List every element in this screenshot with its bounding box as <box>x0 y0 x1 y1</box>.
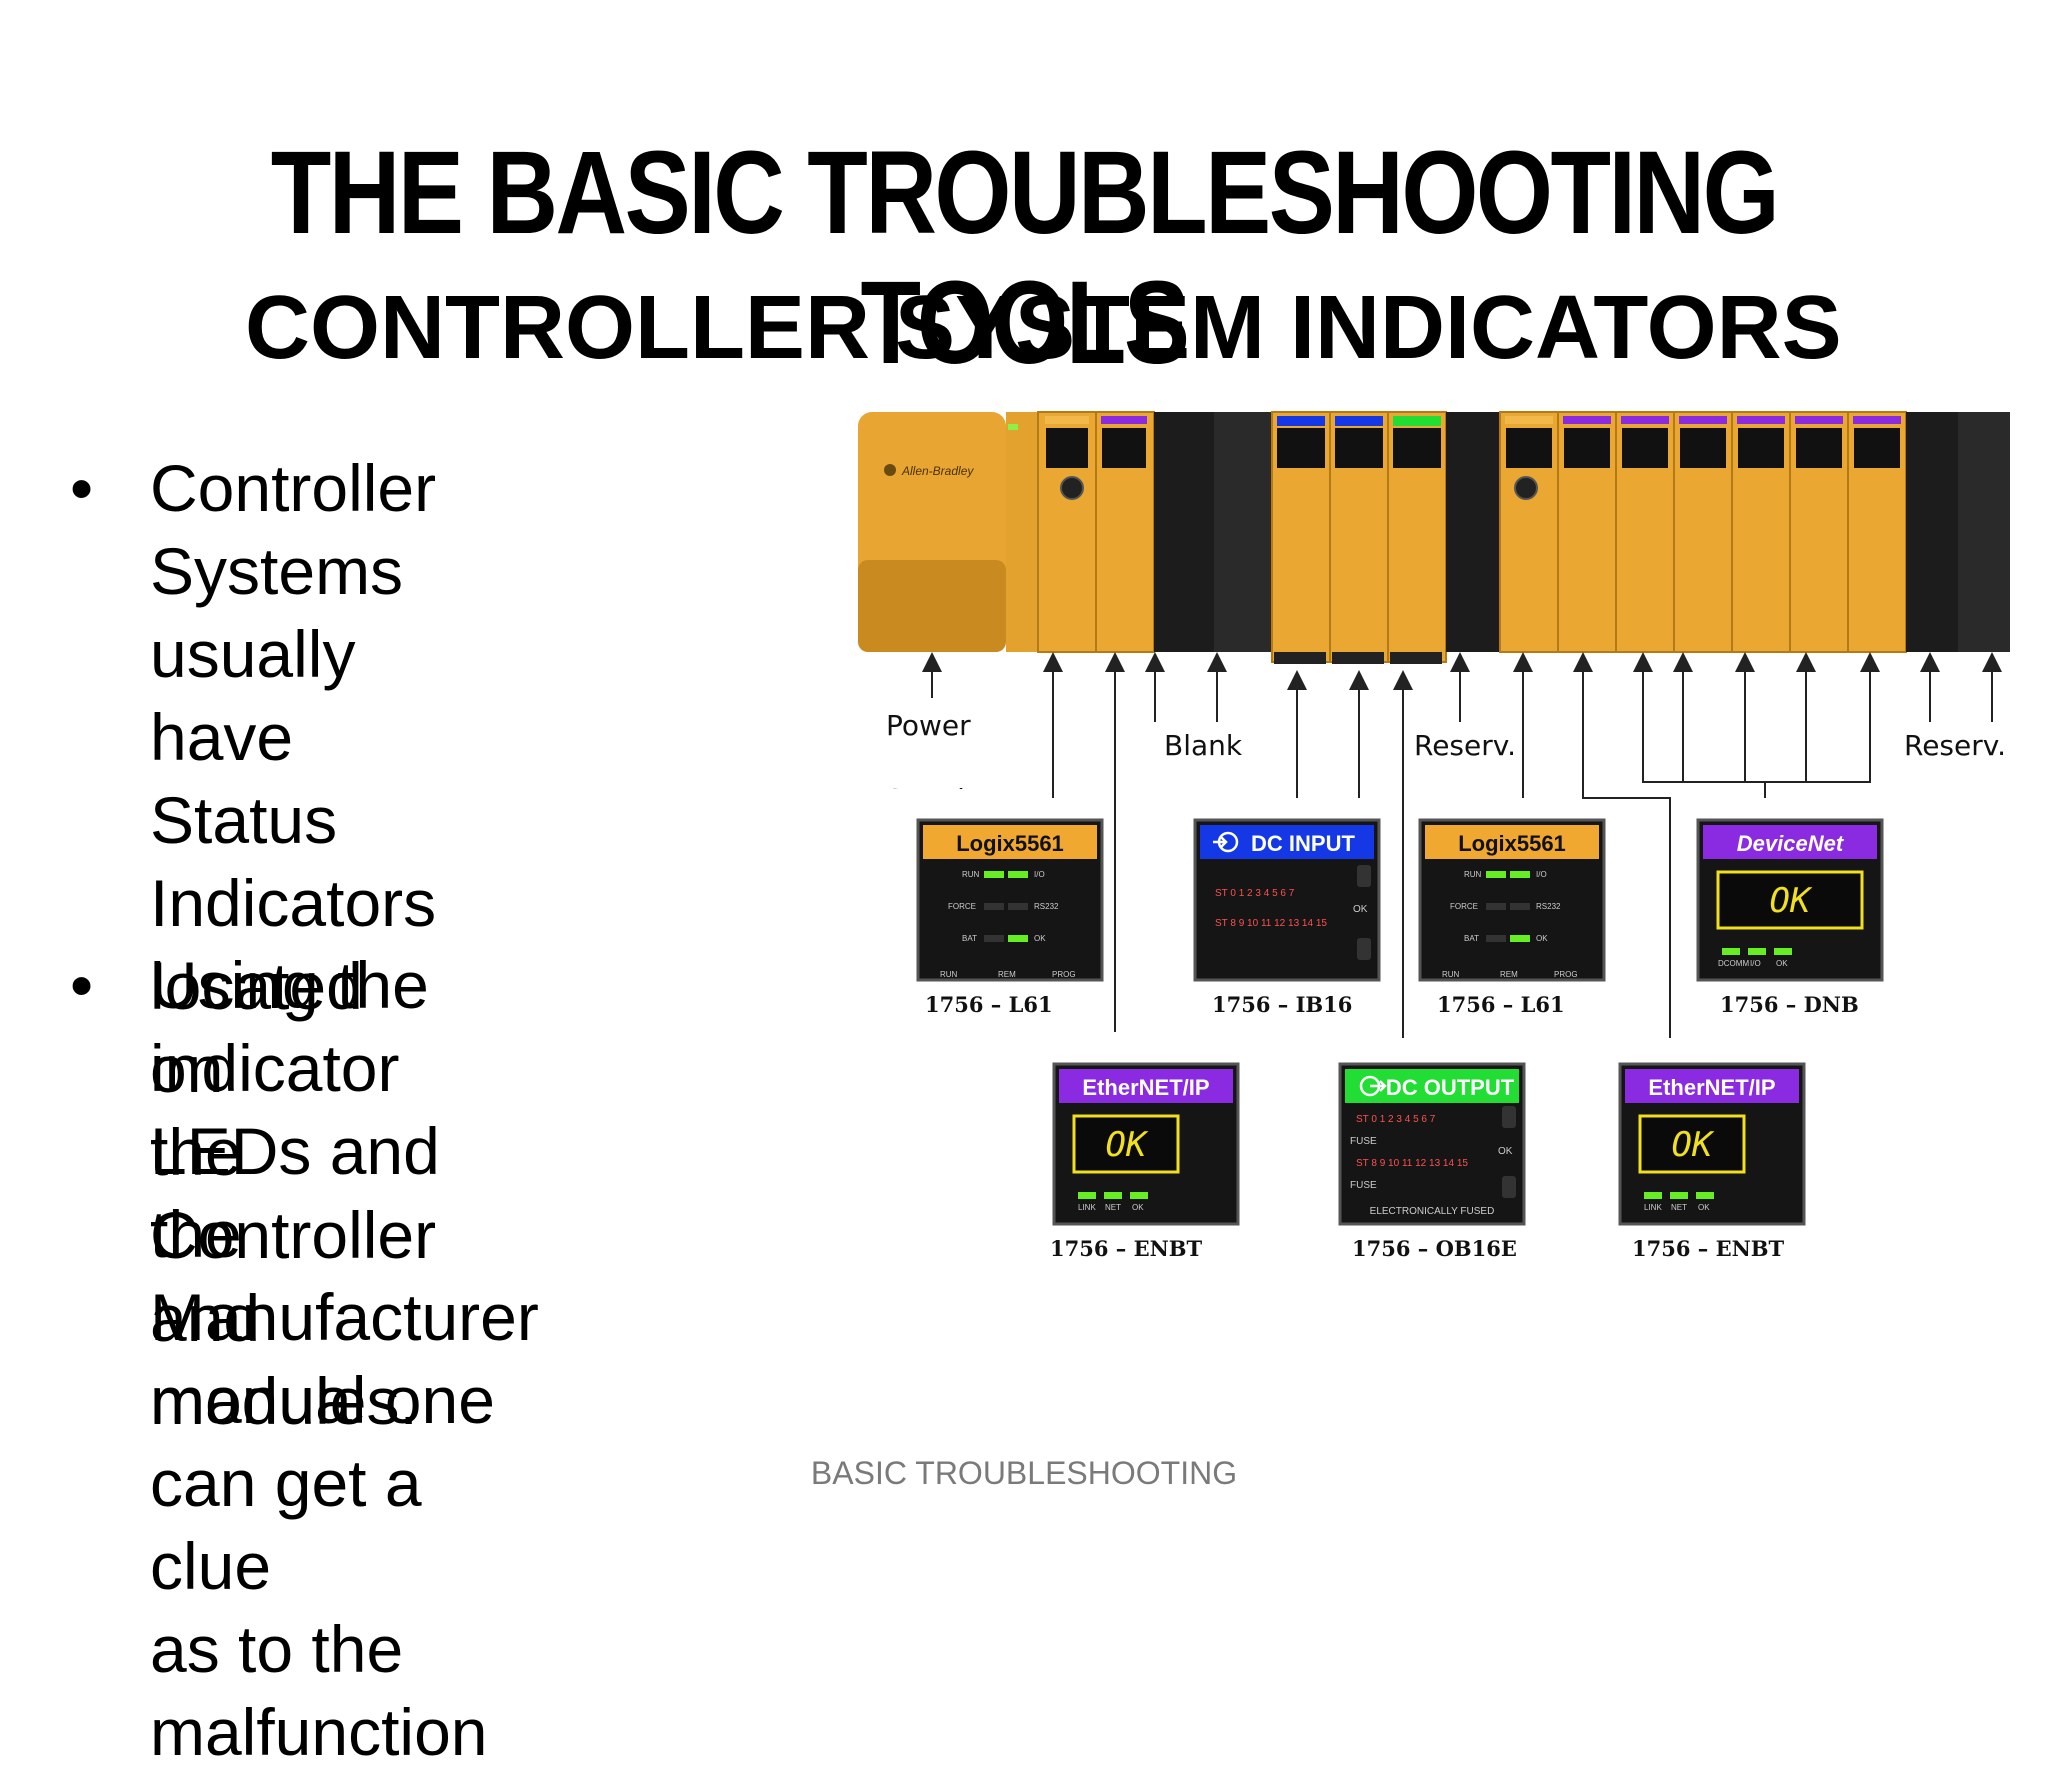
display-text: OK <box>1672 1125 1715 1165</box>
output-arrow-icon <box>1359 1075 1387 1097</box>
svg-text:RUN: RUN <box>1442 970 1460 979</box>
svg-text:FORCE: FORCE <box>1450 902 1478 911</box>
status-display <box>1716 870 1864 930</box>
module-ob16e: DC OUTPUT ST 0 1 2 3 4 5 6 7 FUSE ST 8 9… <box>1338 1062 1526 1226</box>
label-power-cut: Supply <box>886 783 981 816</box>
status-display <box>1638 1114 1746 1174</box>
svg-text:RS232: RS232 <box>1536 902 1561 911</box>
svg-text:OK: OK <box>1698 1203 1710 1212</box>
blank-slot-5 <box>1958 412 2010 652</box>
connector-arrows <box>922 652 2002 1038</box>
caption-ib16: 1756 – IB16 <box>1212 992 1352 1017</box>
module-header: Logix5561 <box>956 831 1064 856</box>
ok-label: OK <box>1498 1146 1513 1157</box>
svg-text:REM: REM <box>998 970 1016 979</box>
module-ib16: DC INPUT ST 0 1 2 3 4 5 6 7 ST 8 9 10 11… <box>1193 818 1381 982</box>
fuse-label-1: FUSE <box>1350 1136 1377 1147</box>
module-header: DC INPUT <box>1251 831 1355 856</box>
svg-text:I/O: I/O <box>1750 959 1761 968</box>
svg-text:RUN: RUN <box>962 870 980 879</box>
caption-ob16e: 1756 – OB16E <box>1352 1236 1517 1261</box>
module-header: EtherNET/IP <box>1082 1075 1209 1100</box>
caption-l61-b: 1756 – L61 <box>1437 992 1565 1017</box>
label-reserv-2: Reserv. <box>1904 729 2006 762</box>
led-run <box>1486 871 1506 878</box>
fuse-label-2: FUSE <box>1350 1180 1377 1191</box>
module-dnb: DeviceNet OK DCOMM I/O OK <box>1696 818 1884 982</box>
module-header: Logix5561 <box>1458 831 1566 856</box>
led-io <box>1510 871 1530 878</box>
brand-label: Allen-Bradley <box>901 464 974 478</box>
svg-text:BAT: BAT <box>1464 934 1479 943</box>
slide-title: THE BASIC TROUBLESHOOTING TOOLS <box>270 127 1780 389</box>
module-header: DeviceNet <box>1737 831 1845 856</box>
display-text: OK <box>1770 881 1813 921</box>
label-power: Power <box>886 709 971 742</box>
label-reserv-1: Reserv. <box>1414 729 1516 762</box>
input-arrow-icon <box>1213 831 1239 853</box>
svg-text:DCOMM: DCOMM <box>1718 959 1749 968</box>
caption-l61-a: 1756 – L61 <box>925 992 1053 1017</box>
bullet-symbol: • <box>70 948 94 1022</box>
status-row-1: ST 0 1 2 3 4 5 6 7 <box>1215 888 1295 899</box>
module-enbt-b: EtherNET/IP OK LINK NET OK <box>1618 1062 1806 1226</box>
bullet-text-2: Using the indicator LEDs and the Manufac… <box>150 948 539 1769</box>
svg-text:RS232: RS232 <box>1034 902 1059 911</box>
svg-text:BAT: BAT <box>962 934 977 943</box>
svg-text:LINK: LINK <box>1644 1203 1662 1212</box>
led-io <box>1008 871 1028 878</box>
svg-text:OK: OK <box>1536 934 1548 943</box>
blank-slot-4 <box>1906 412 1958 652</box>
module-footer: ELECTRONICALLY FUSED <box>1370 1206 1495 1217</box>
status-row-2: ST 8 9 10 11 12 13 14 15 <box>1215 918 1327 929</box>
svg-text:OK: OK <box>1132 1203 1144 1212</box>
svg-text:LINK: LINK <box>1078 1203 1096 1212</box>
display-text: OK <box>1106 1125 1149 1165</box>
chassis: Allen-Bradley <box>858 411 2010 664</box>
module-l61-b: Logix5561 RUN I/O FORCE RS232 BAT OK RUN… <box>1418 818 1606 982</box>
bullet-text-1: Controller Systems usually have Status I… <box>150 451 437 1438</box>
module-header: DC OUTPUT <box>1386 1075 1515 1100</box>
caption-enbt-b: 1756 – ENBT <box>1632 1236 1785 1261</box>
svg-text:NET: NET <box>1105 1203 1121 1212</box>
label-blank: Blank <box>1164 729 1243 762</box>
svg-text:OK: OK <box>1034 934 1046 943</box>
svg-text:RUN: RUN <box>1464 870 1482 879</box>
led-ok <box>1510 935 1530 942</box>
caption-enbt-a: 1756 – ENBT <box>1050 1236 1203 1261</box>
svg-text:I/O: I/O <box>1536 870 1547 879</box>
svg-text:OK: OK <box>1776 959 1788 968</box>
bullet-symbol: • <box>70 451 94 525</box>
module-header: EtherNET/IP <box>1648 1075 1775 1100</box>
svg-text:PROG: PROG <box>1052 970 1076 979</box>
svg-text:FORCE: FORCE <box>948 902 976 911</box>
led-ok <box>1008 935 1028 942</box>
blank-slot-1 <box>1154 412 1214 652</box>
svg-text:I/O: I/O <box>1034 870 1045 879</box>
ok-label: OK <box>1353 904 1368 915</box>
module-enbt-a: EtherNET/IP OK LINK NET OK <box>1052 1062 1240 1226</box>
svg-text:NET: NET <box>1671 1203 1687 1212</box>
blank-slot-2 <box>1214 412 1272 652</box>
svg-text:RUN: RUN <box>940 970 958 979</box>
slide-subtitle: CONTROLLER SYSTEM INDICATORS <box>245 278 1842 378</box>
svg-text:PROG: PROG <box>1554 970 1578 979</box>
svg-text:REM: REM <box>1500 970 1518 979</box>
module-l61-a: Logix5561 RUN I/O FORCE RS232 BAT OK RUN… <box>916 818 1104 982</box>
led-run <box>984 871 1004 878</box>
controller-diagram: Allen-Bradley <box>858 411 2010 1261</box>
caption-dnb: 1756 – DNB <box>1720 992 1859 1017</box>
slide-footer: BASIC TROUBLESHOOTING <box>810 1455 1238 1491</box>
status-display <box>1072 1114 1180 1174</box>
status-row-2: ST 8 9 10 11 12 13 14 15 <box>1356 1158 1468 1169</box>
blank-slot-3 <box>1446 412 1500 652</box>
status-row-1: ST 0 1 2 3 4 5 6 7 <box>1356 1114 1436 1125</box>
